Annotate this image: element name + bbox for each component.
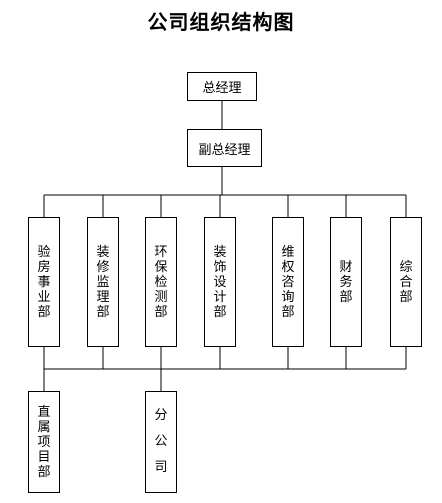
deputy-general-manager-label: 副总经理 — [198, 142, 251, 158]
dept-label-6: 财务部 — [339, 259, 353, 305]
dept-label-4: 装饰设计部 — [213, 244, 227, 320]
dept-box-1: 验房事业部 — [28, 217, 60, 347]
deputy-general-manager-box: 副总经理 — [187, 129, 262, 167]
general-manager-label: 总经理 — [202, 81, 242, 96]
dept-box-4: 装饰设计部 — [204, 217, 236, 347]
chart-title: 公司组织结构图 — [147, 10, 295, 34]
dept-label-7: 综合部 — [399, 259, 413, 305]
general-manager-box: 总经理 — [187, 72, 257, 101]
dept-box-6: 财务部 — [330, 217, 362, 347]
subunit-label-2: 分公司 — [154, 408, 168, 475]
dept-box-7: 综合部 — [390, 217, 422, 347]
dept-box-3: 环保检测部 — [145, 217, 177, 347]
dept-label-2: 装修监理部 — [96, 244, 110, 320]
subunit-label-1: 直属项目部 — [37, 404, 51, 480]
dept-label-3: 环保检测部 — [154, 244, 168, 320]
dept-label-5: 维权咨询部 — [281, 244, 295, 320]
dept-label-1: 验房事业部 — [37, 244, 51, 320]
subunit-box-1: 直属项目部 — [28, 391, 60, 493]
subunit-box-2: 分公司 — [145, 391, 177, 493]
dept-box-2: 装修监理部 — [87, 217, 119, 347]
dept-box-5: 维权咨询部 — [272, 217, 304, 347]
